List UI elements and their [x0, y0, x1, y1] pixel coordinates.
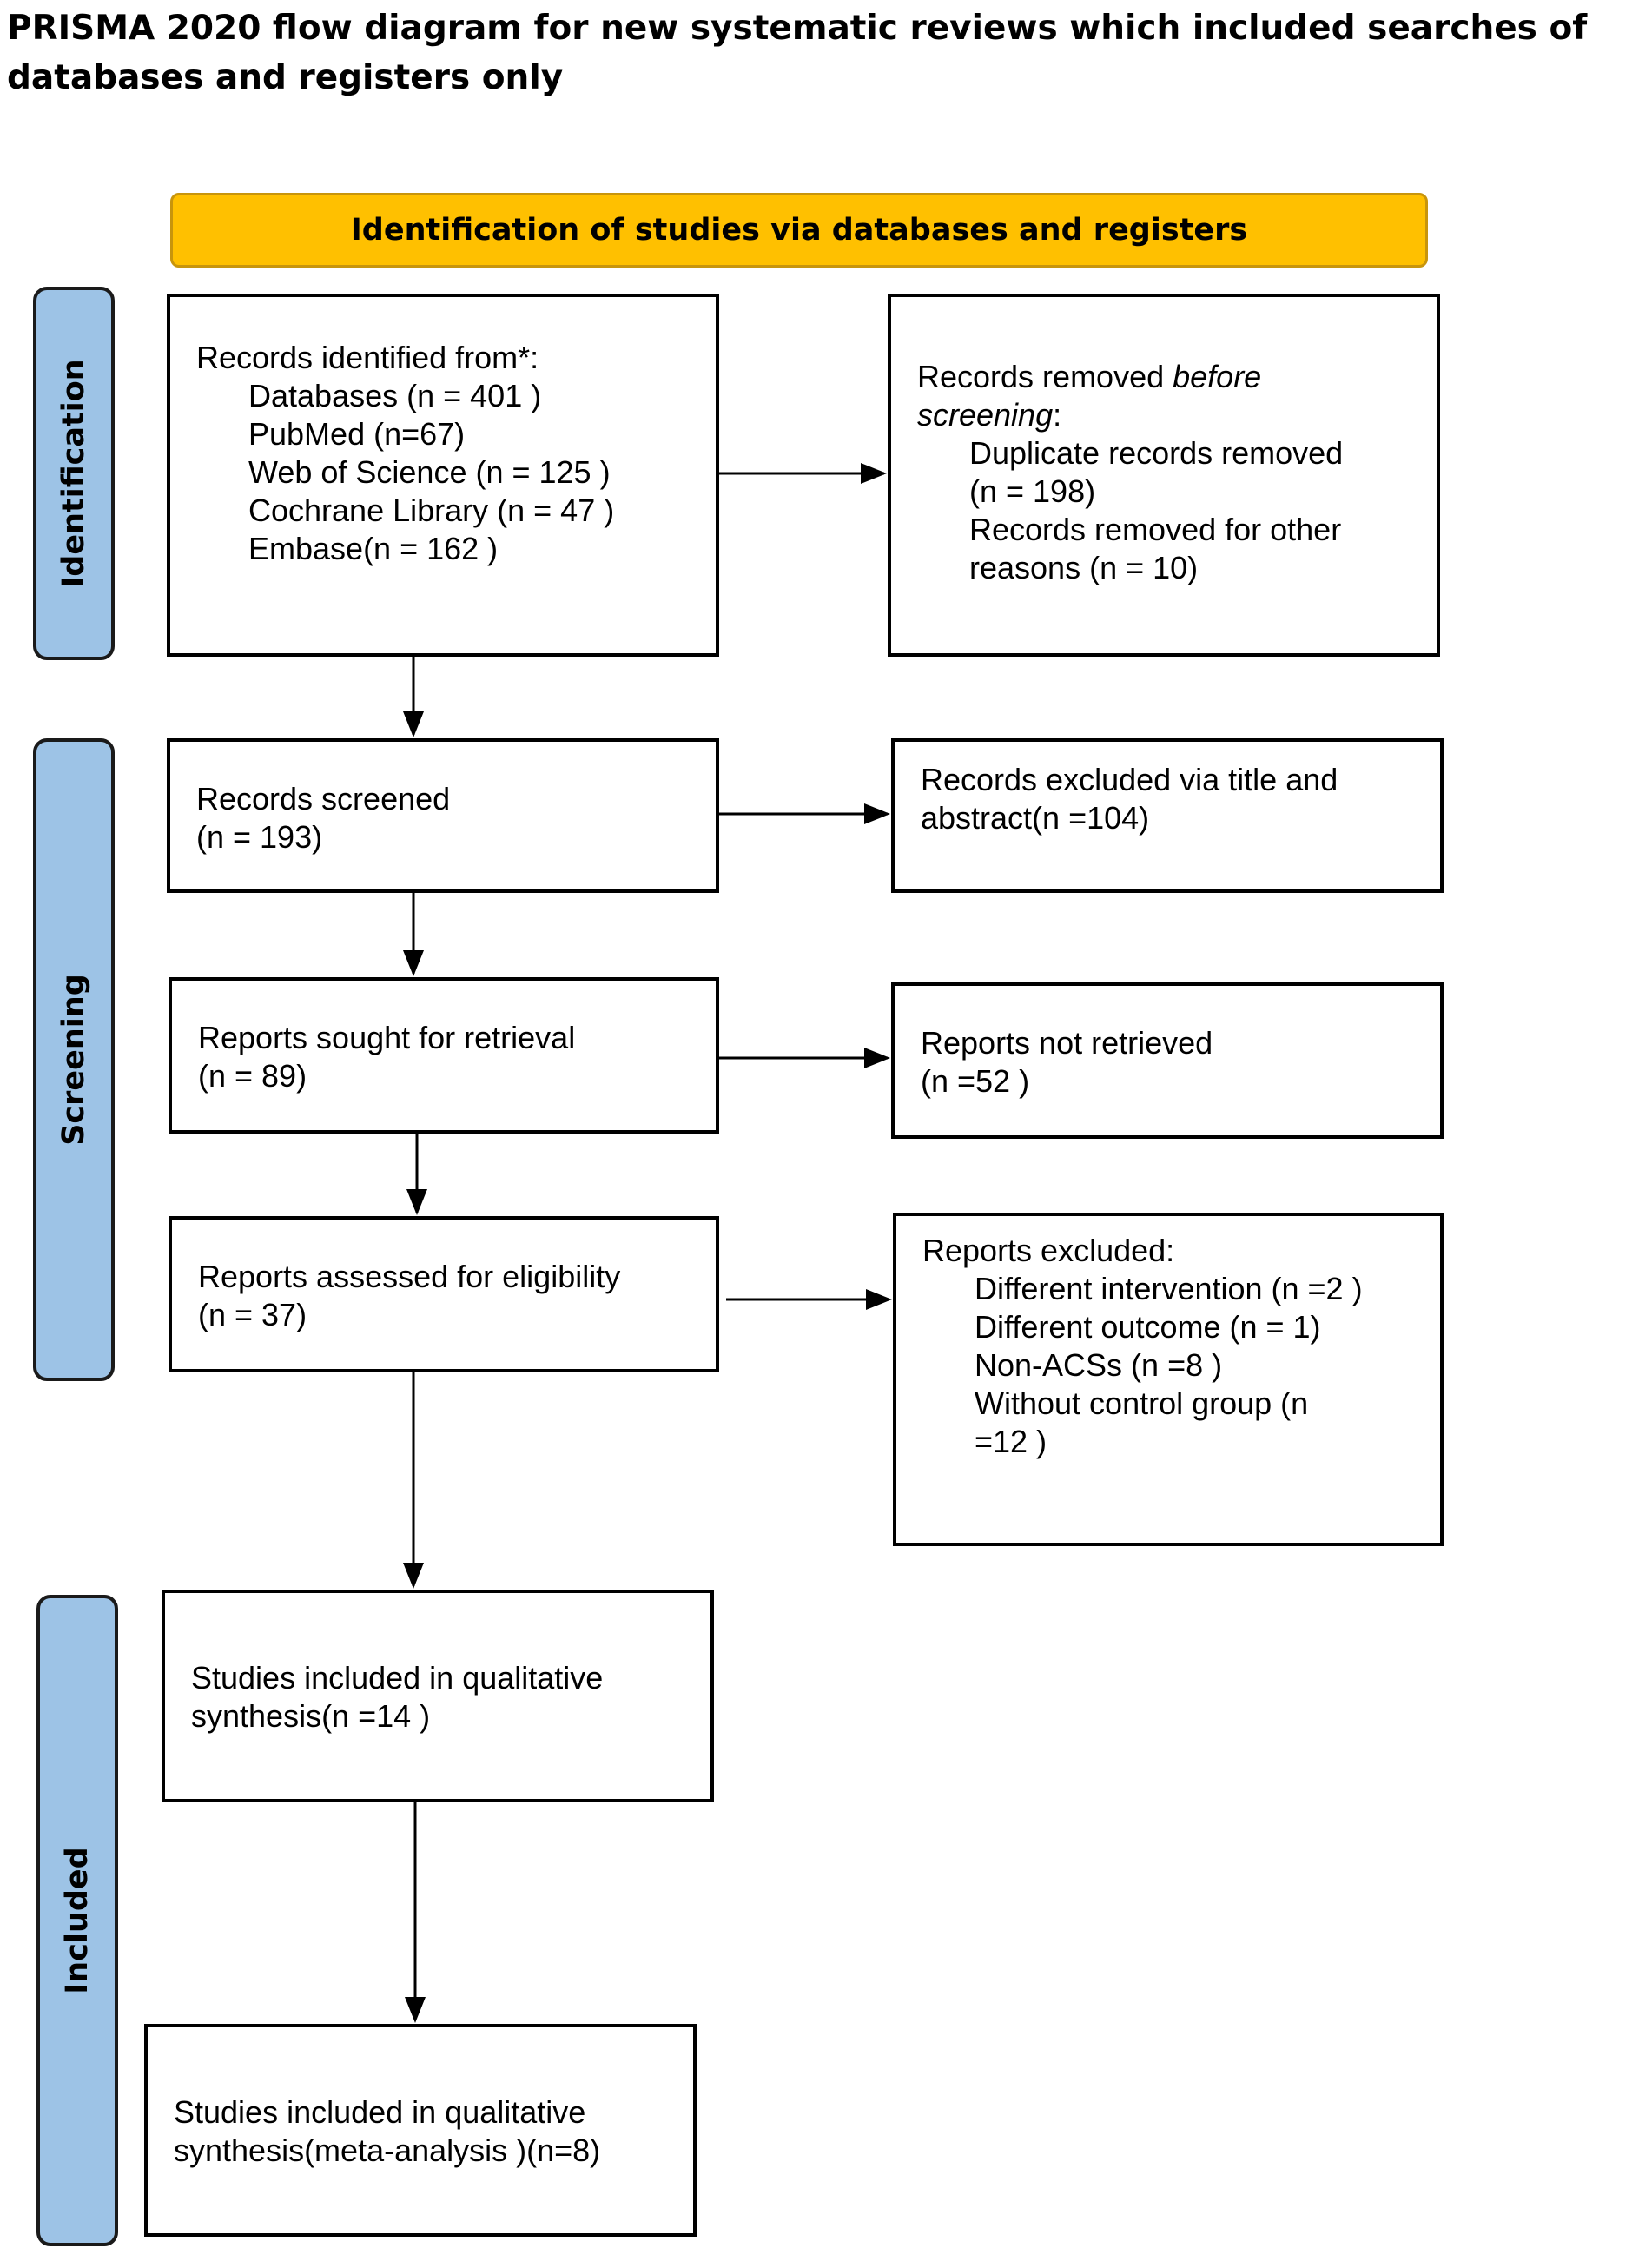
- records-removed-heading: Records removed before: [917, 359, 1262, 394]
- page-title: PRISMA 2020 flow diagram for new systema…: [7, 9, 1588, 97]
- studies-meta-box: Studies included in qualitative synthesi…: [144, 2024, 697, 2237]
- excluded-outcome: Different outcome (n = 1): [975, 1309, 1321, 1345]
- studies-qualitative-box: Studies included in qualitative synthesi…: [162, 1590, 714, 1802]
- records-removed-heading-screening: screening: [917, 397, 1054, 433]
- cochrane-count: Cochrane Library (n = 47 ): [248, 493, 615, 528]
- records-excluded-box: Records excluded via title and abstract(…: [891, 738, 1444, 893]
- reports-sought-count: (n = 89): [198, 1058, 307, 1094]
- studies-meta-count: synthesis(meta-analysis )(n=8): [174, 2132, 601, 2168]
- excluded-no-control-a: Without control group (n: [975, 1385, 1309, 1421]
- other-removed-label: Records removed for other: [969, 512, 1342, 547]
- excluded-intervention: Different intervention (n =2 ): [975, 1271, 1363, 1306]
- records-identified-heading: Records identified from*:: [196, 340, 539, 375]
- phase-included: Included: [36, 1595, 118, 2246]
- duplicates-count: (n = 198): [969, 473, 1096, 509]
- records-excluded-count: abstract(n =104): [921, 800, 1150, 836]
- studies-meta-label: Studies included in qualitative: [174, 2094, 586, 2130]
- phase-identification: Identification: [33, 287, 115, 660]
- banner-label: Identification of studies via databases …: [350, 213, 1248, 248]
- reports-assessed-label: Reports assessed for eligibility: [198, 1259, 621, 1294]
- databases-count: Databases (n = 401 ): [248, 378, 542, 413]
- records-screened-label: Records screened: [196, 781, 451, 817]
- records-identified-box: Records identified from*: Databases (n =…: [167, 294, 719, 657]
- reports-sought-box: Reports sought for retrieval (n = 89): [169, 977, 719, 1134]
- records-screened-count: (n = 193): [196, 819, 323, 855]
- studies-qualitative-label: Studies included in qualitative: [191, 1660, 604, 1696]
- reports-assessed-box: Reports assessed for eligibility (n = 37…: [169, 1216, 719, 1372]
- wos-count: Web of Science (n = 125 ): [248, 454, 611, 490]
- embase-count: Embase(n = 162 ): [248, 531, 499, 566]
- reports-excluded-box: Reports excluded: Different intervention…: [893, 1213, 1444, 1546]
- records-removed-box: Records removed before screening: Duplic…: [888, 294, 1440, 657]
- phase-screening: Screening: [33, 738, 115, 1381]
- reports-sought-label: Reports sought for retrieval: [198, 1020, 576, 1055]
- identification-banner: Identification of studies via databases …: [170, 193, 1428, 268]
- records-screened-box: Records screened (n = 193): [167, 738, 719, 893]
- excluded-no-control-b: =12 ): [975, 1424, 1047, 1459]
- other-removed-count: reasons (n = 10): [969, 550, 1199, 585]
- reports-not-retrieved-box: Reports not retrieved (n =52 ): [891, 982, 1444, 1139]
- excluded-non-acs: Non-ACSs (n =8 ): [975, 1347, 1223, 1383]
- pubmed-count: PubMed (n=67): [248, 416, 466, 452]
- records-excluded-label: Records excluded via title and: [921, 762, 1338, 797]
- studies-qualitative-count: synthesis(n =14 ): [191, 1698, 431, 1734]
- reports-not-retrieved-label: Reports not retrieved: [921, 1025, 1213, 1061]
- reports-not-retrieved-count: (n =52 ): [921, 1063, 1030, 1099]
- reports-assessed-count: (n = 37): [198, 1297, 307, 1332]
- reports-excluded-heading: Reports excluded:: [922, 1233, 1175, 1268]
- duplicates-label: Duplicate records removed: [969, 435, 1344, 471]
